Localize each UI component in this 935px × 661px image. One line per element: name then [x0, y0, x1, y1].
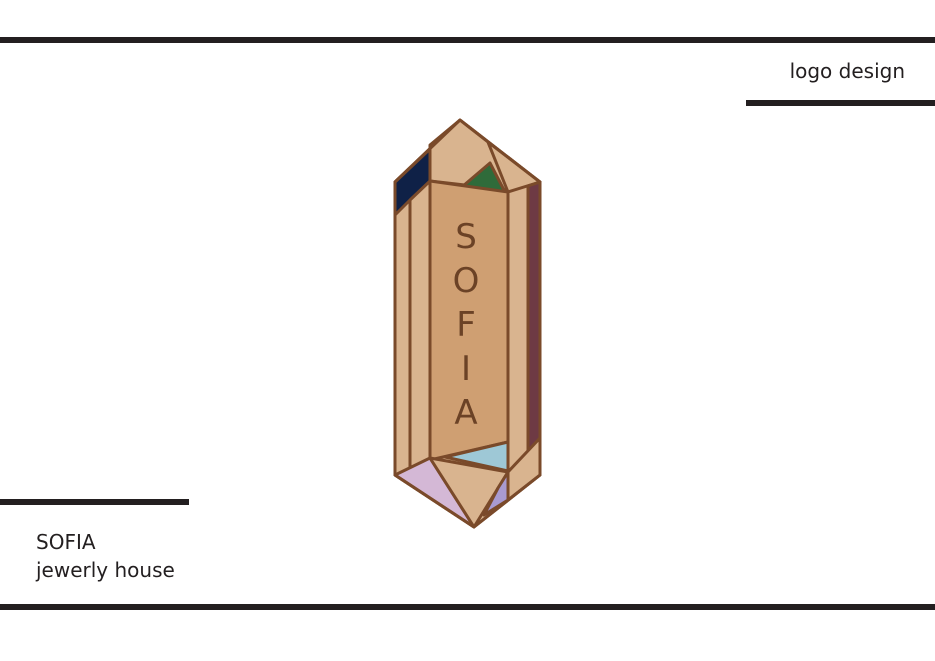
plum-gem-facet: [526, 180, 542, 462]
top-divider: [0, 37, 935, 43]
bottom-divider: [0, 604, 935, 610]
logo-letter-a: A: [454, 393, 477, 433]
brand-tagline: jewerly house: [36, 558, 175, 582]
logo-letter-o: O: [453, 261, 480, 301]
brand-name: SOFIA: [36, 530, 96, 554]
brand-caption: SOFIA jewerly house: [36, 528, 175, 584]
logo-letter-f: F: [456, 305, 476, 345]
header-accent-bar: [746, 100, 935, 106]
logo-letter-i: I: [461, 349, 471, 389]
logo-letter-s: S: [455, 217, 477, 257]
section-caption: logo design: [789, 59, 905, 83]
footer-accent-bar: [0, 499, 189, 505]
sky-gem-facet: [443, 440, 510, 473]
crystal-outline: [393, 118, 542, 529]
